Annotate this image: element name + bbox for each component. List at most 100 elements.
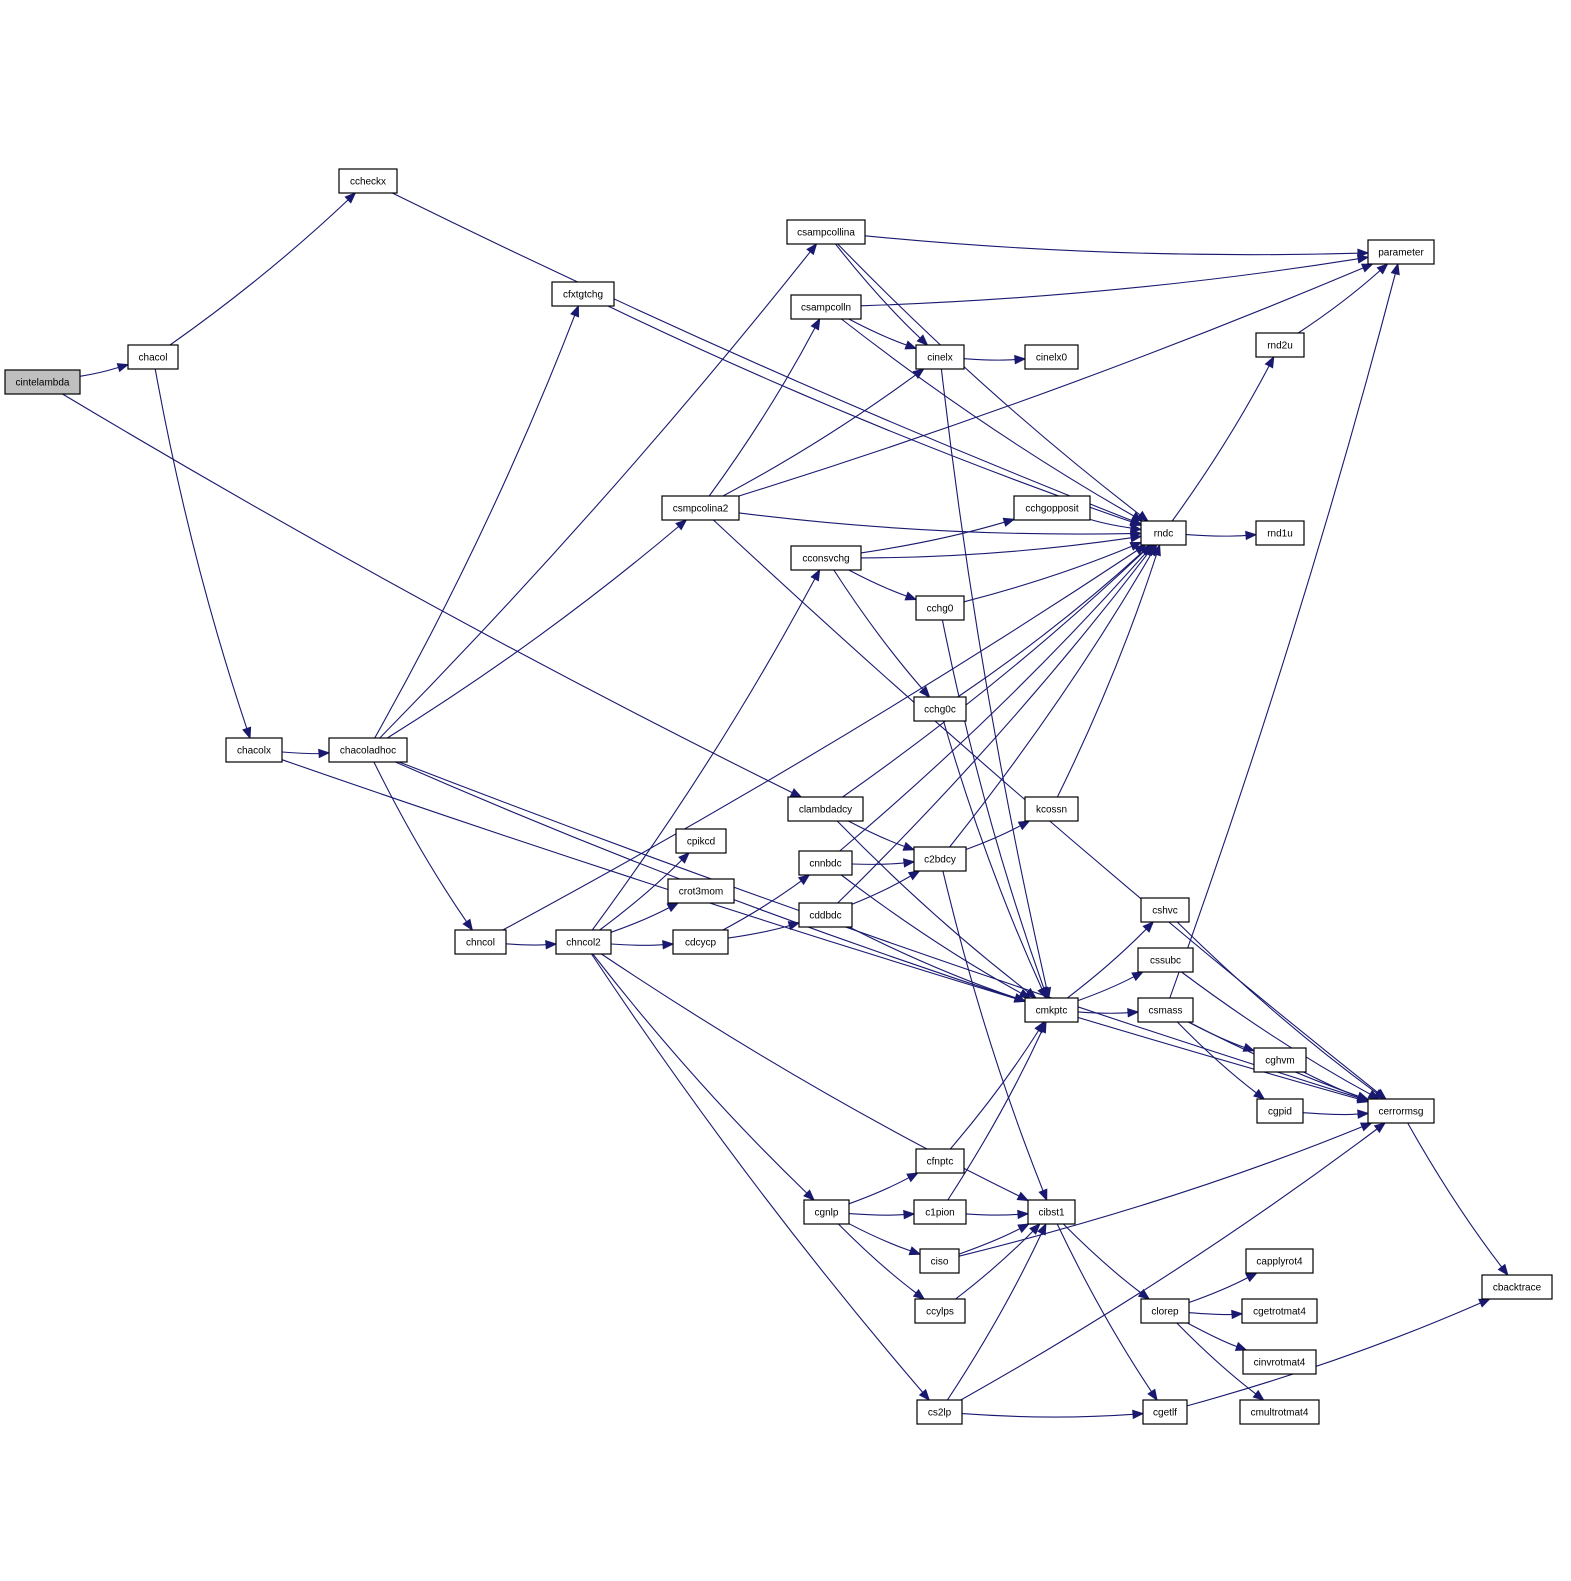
node-box[interactable]: [914, 1298, 966, 1324]
node-capplyrot4[interactable]: capplyrot4: [1245, 1248, 1314, 1274]
node-box[interactable]: [338, 168, 398, 194]
node-cddbdc[interactable]: cddbdc: [798, 902, 853, 928]
node-cinvrotmat4[interactable]: cinvrotmat4: [1242, 1349, 1317, 1375]
node-box[interactable]: [1367, 239, 1435, 265]
node-ccylps[interactable]: ccylps: [914, 1298, 966, 1324]
node-box[interactable]: [1013, 495, 1091, 521]
node-cnnbdc[interactable]: cnnbdc: [798, 850, 853, 876]
node-chacoladhoc[interactable]: chacoladhoc: [328, 737, 408, 763]
node-box[interactable]: [913, 1199, 967, 1225]
node-box[interactable]: [1024, 344, 1079, 370]
node-box[interactable]: [913, 696, 967, 722]
node-box[interactable]: [551, 281, 615, 307]
node-box[interactable]: [798, 850, 853, 876]
node-ciso[interactable]: ciso: [919, 1248, 960, 1274]
node-ccheckx[interactable]: ccheckx: [338, 168, 398, 194]
node-box[interactable]: [915, 595, 965, 621]
node-chncol[interactable]: chncol: [454, 929, 507, 955]
node-box[interactable]: [1256, 1098, 1304, 1124]
node-cgetlf[interactable]: cgetlf: [1142, 1399, 1188, 1425]
node-rnd2u[interactable]: rnd2u: [1255, 332, 1305, 358]
node-box[interactable]: [1137, 947, 1194, 973]
node-cmkptc[interactable]: cmkptc: [1024, 997, 1079, 1023]
node-cdcycp[interactable]: cdcycp: [672, 929, 729, 955]
node-cgnlp[interactable]: cgnlp: [803, 1199, 850, 1225]
node-box[interactable]: [4, 369, 81, 395]
node-cfnptc[interactable]: cfnptc: [915, 1148, 965, 1174]
node-cs2lp[interactable]: cs2lp: [916, 1399, 963, 1425]
node-box[interactable]: [1140, 897, 1190, 923]
node-box[interactable]: [1140, 1298, 1190, 1324]
node-rnd1u[interactable]: rnd1u: [1255, 520, 1305, 546]
node-cfxtgtchg[interactable]: cfxtgtchg: [551, 281, 615, 307]
node-cssubc[interactable]: cssubc: [1137, 947, 1194, 973]
node-clorep[interactable]: clorep: [1140, 1298, 1190, 1324]
node-cchgopposit[interactable]: cchgopposit: [1013, 495, 1091, 521]
node-box[interactable]: [1255, 520, 1305, 546]
node-box[interactable]: [1481, 1274, 1553, 1300]
node-box[interactable]: [454, 929, 507, 955]
node-cgetrotmat4[interactable]: cgetrotmat4: [1241, 1298, 1318, 1324]
node-box[interactable]: [127, 344, 179, 370]
node-box[interactable]: [328, 737, 408, 763]
node-box[interactable]: [555, 929, 612, 955]
node-cgpid[interactable]: cgpid: [1256, 1098, 1304, 1124]
node-box[interactable]: [916, 1399, 963, 1425]
node-box[interactable]: [913, 846, 967, 872]
node-cibst1[interactable]: cibst1: [1027, 1199, 1076, 1225]
node-csampcolln[interactable]: csampcolln: [790, 294, 862, 320]
node-cinelx[interactable]: cinelx: [915, 344, 965, 370]
node-box[interactable]: [1253, 1047, 1307, 1073]
node-box[interactable]: [1140, 520, 1187, 546]
node-cconsvchg[interactable]: cconsvchg: [790, 545, 862, 571]
node-box[interactable]: [1024, 997, 1079, 1023]
node-box[interactable]: [915, 344, 965, 370]
node-csmass[interactable]: csmass: [1137, 997, 1194, 1023]
node-box[interactable]: [803, 1199, 850, 1225]
node-box[interactable]: [1027, 1199, 1076, 1225]
node-box[interactable]: [1137, 997, 1194, 1023]
node-cmultrotmat4[interactable]: cmultrotmat4: [1239, 1399, 1320, 1425]
node-box[interactable]: [915, 1148, 965, 1174]
node-clambdadcy[interactable]: clambdadcy: [787, 796, 864, 822]
node-box[interactable]: [1367, 1098, 1435, 1124]
node-box[interactable]: [667, 878, 735, 904]
node-box[interactable]: [672, 929, 729, 955]
node-box[interactable]: [790, 294, 862, 320]
node-box[interactable]: [675, 828, 727, 854]
node-c2bdcy[interactable]: c2bdcy: [913, 846, 967, 872]
node-chncol2[interactable]: chncol2: [555, 929, 612, 955]
node-cbacktrace[interactable]: cbacktrace: [1481, 1274, 1553, 1300]
node-box[interactable]: [1255, 332, 1305, 358]
node-box[interactable]: [790, 545, 862, 571]
node-cghvm[interactable]: cghvm: [1253, 1047, 1307, 1073]
node-box[interactable]: [786, 219, 866, 245]
node-cinelx0[interactable]: cinelx0: [1024, 344, 1079, 370]
node-chacol[interactable]: chacol: [127, 344, 179, 370]
node-chacolx[interactable]: chacolx: [225, 737, 283, 763]
node-box[interactable]: [1245, 1248, 1314, 1274]
node-cchg0c[interactable]: cchg0c: [913, 696, 967, 722]
node-c1pion[interactable]: c1pion: [913, 1199, 967, 1225]
node-box[interactable]: [787, 796, 864, 822]
node-kcossn[interactable]: kcossn: [1024, 796, 1079, 822]
node-box[interactable]: [1142, 1399, 1188, 1425]
node-cerrormsg[interactable]: cerrormsg: [1367, 1098, 1435, 1124]
node-box[interactable]: [919, 1248, 960, 1274]
node-box[interactable]: [1242, 1349, 1317, 1375]
node-cchg0[interactable]: cchg0: [915, 595, 965, 621]
node-csampcollina[interactable]: csampcollina: [786, 219, 866, 245]
node-crot3mom[interactable]: crot3mom: [667, 878, 735, 904]
node-cintelambda[interactable]: cintelambda: [4, 369, 81, 395]
node-box[interactable]: [225, 737, 283, 763]
node-box[interactable]: [1239, 1399, 1320, 1425]
node-parameter[interactable]: parameter: [1367, 239, 1435, 265]
node-rndc[interactable]: rndc: [1140, 520, 1187, 546]
node-cshvc[interactable]: cshvc: [1140, 897, 1190, 923]
node-csmpcolina2[interactable]: csmpcolina2: [661, 495, 740, 521]
node-box[interactable]: [661, 495, 740, 521]
node-box[interactable]: [1241, 1298, 1318, 1324]
node-cpikcd[interactable]: cpikcd: [675, 828, 727, 854]
node-box[interactable]: [1024, 796, 1079, 822]
node-box[interactable]: [798, 902, 853, 928]
